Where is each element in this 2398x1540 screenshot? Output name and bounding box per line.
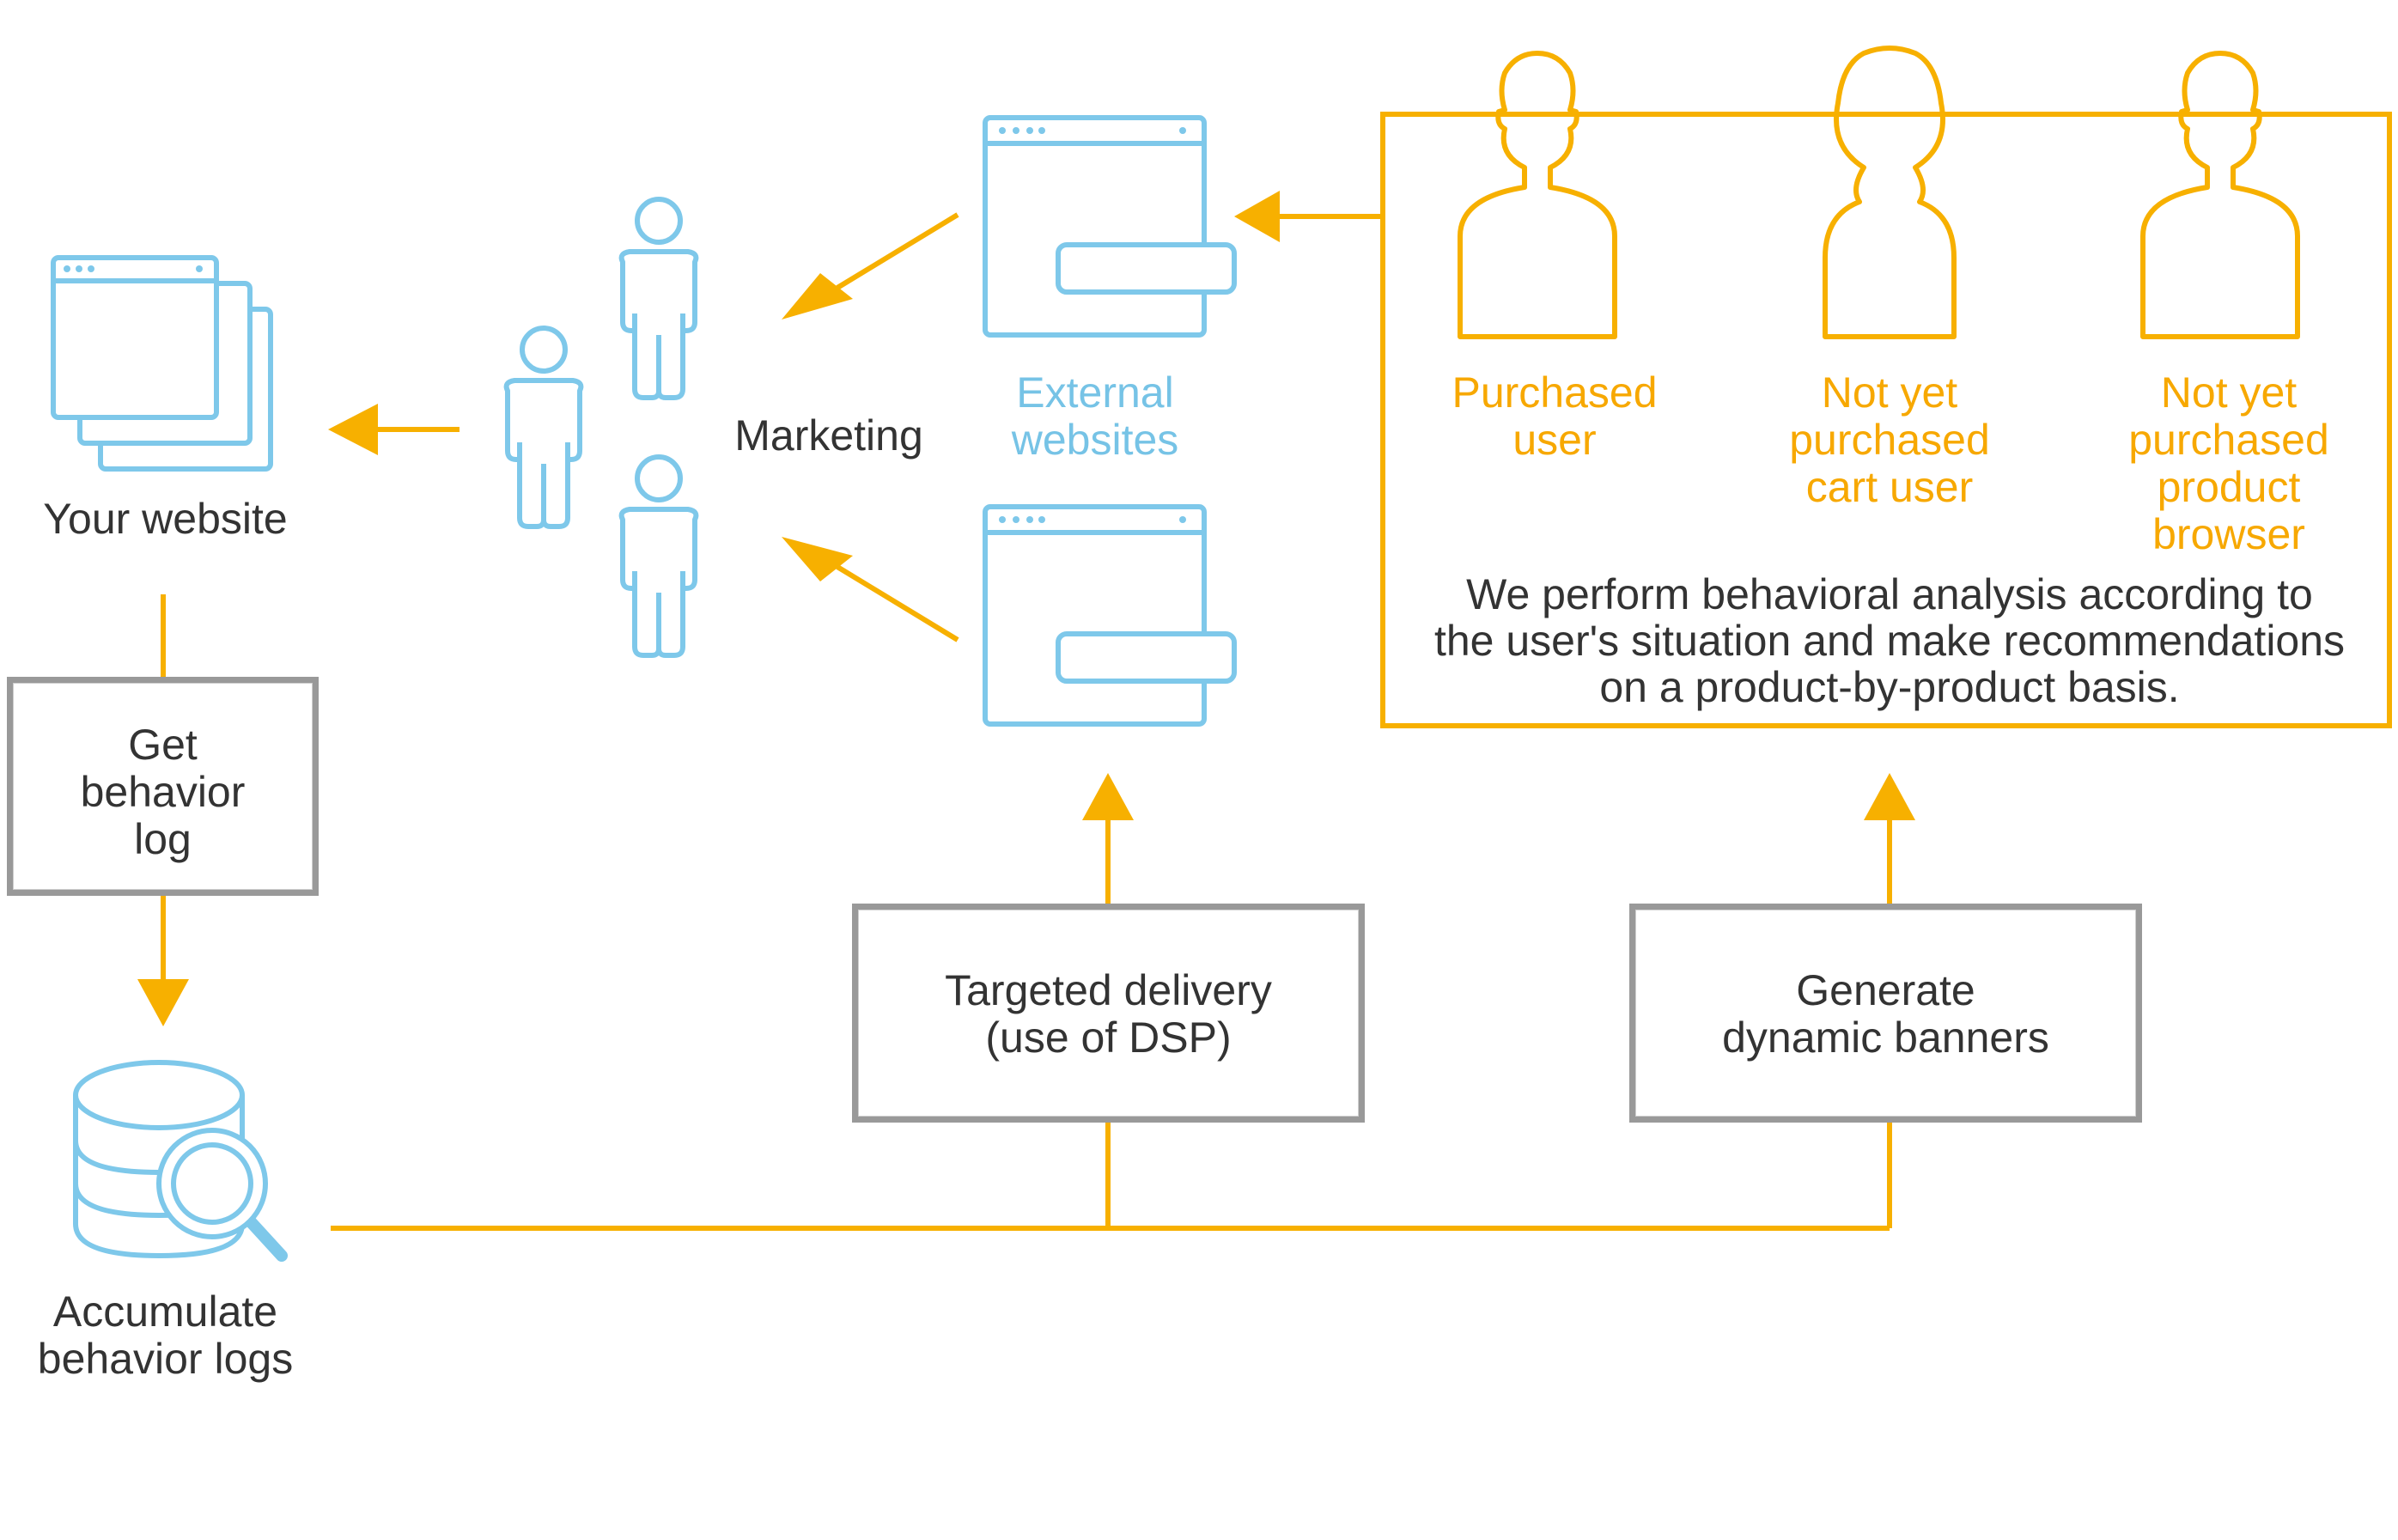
- segment-analysis-panel: [1380, 112, 2392, 728]
- cart-user-label: Not yet purchased cart user: [1789, 368, 1990, 511]
- person-icon: [622, 457, 697, 655]
- purchased-user-label: Purchased user: [1452, 368, 1658, 464]
- database-search-icon: [73, 1060, 288, 1262]
- get-behavior-log-label: Get behavior log: [80, 721, 246, 863]
- accumulate-logs-label: Accumulate behavior logs: [37, 1287, 294, 1383]
- flow-connectors: [161, 212, 1892, 1231]
- browser-banner-icon: [983, 504, 1237, 727]
- browser-stack-icon: [51, 255, 273, 472]
- targeted-delivery-box: [852, 904, 1365, 1123]
- generate-banners-box: [1629, 904, 2142, 1123]
- person-icon: [622, 199, 697, 398]
- get-behavior-log-box: [7, 677, 319, 896]
- generate-banners-label: Generate dynamic banners: [1722, 966, 2049, 1062]
- your-website-label: Your website: [43, 495, 288, 543]
- arrowheads: [137, 191, 1915, 1026]
- analysis-note: We perform behavioral analysis according…: [1433, 570, 2346, 711]
- person-icon: [507, 328, 581, 527]
- browser-banner-icon: [983, 115, 1237, 338]
- targeted-delivery-label: Targeted delivery (use of DSP): [945, 966, 1272, 1062]
- user-silhouette-icon: [1823, 46, 1957, 339]
- external-websites-label: External websites: [1011, 368, 1179, 464]
- marketing-label: Marketing: [734, 411, 923, 460]
- product-browser-label: Not yet purchased product browser: [2128, 368, 2329, 558]
